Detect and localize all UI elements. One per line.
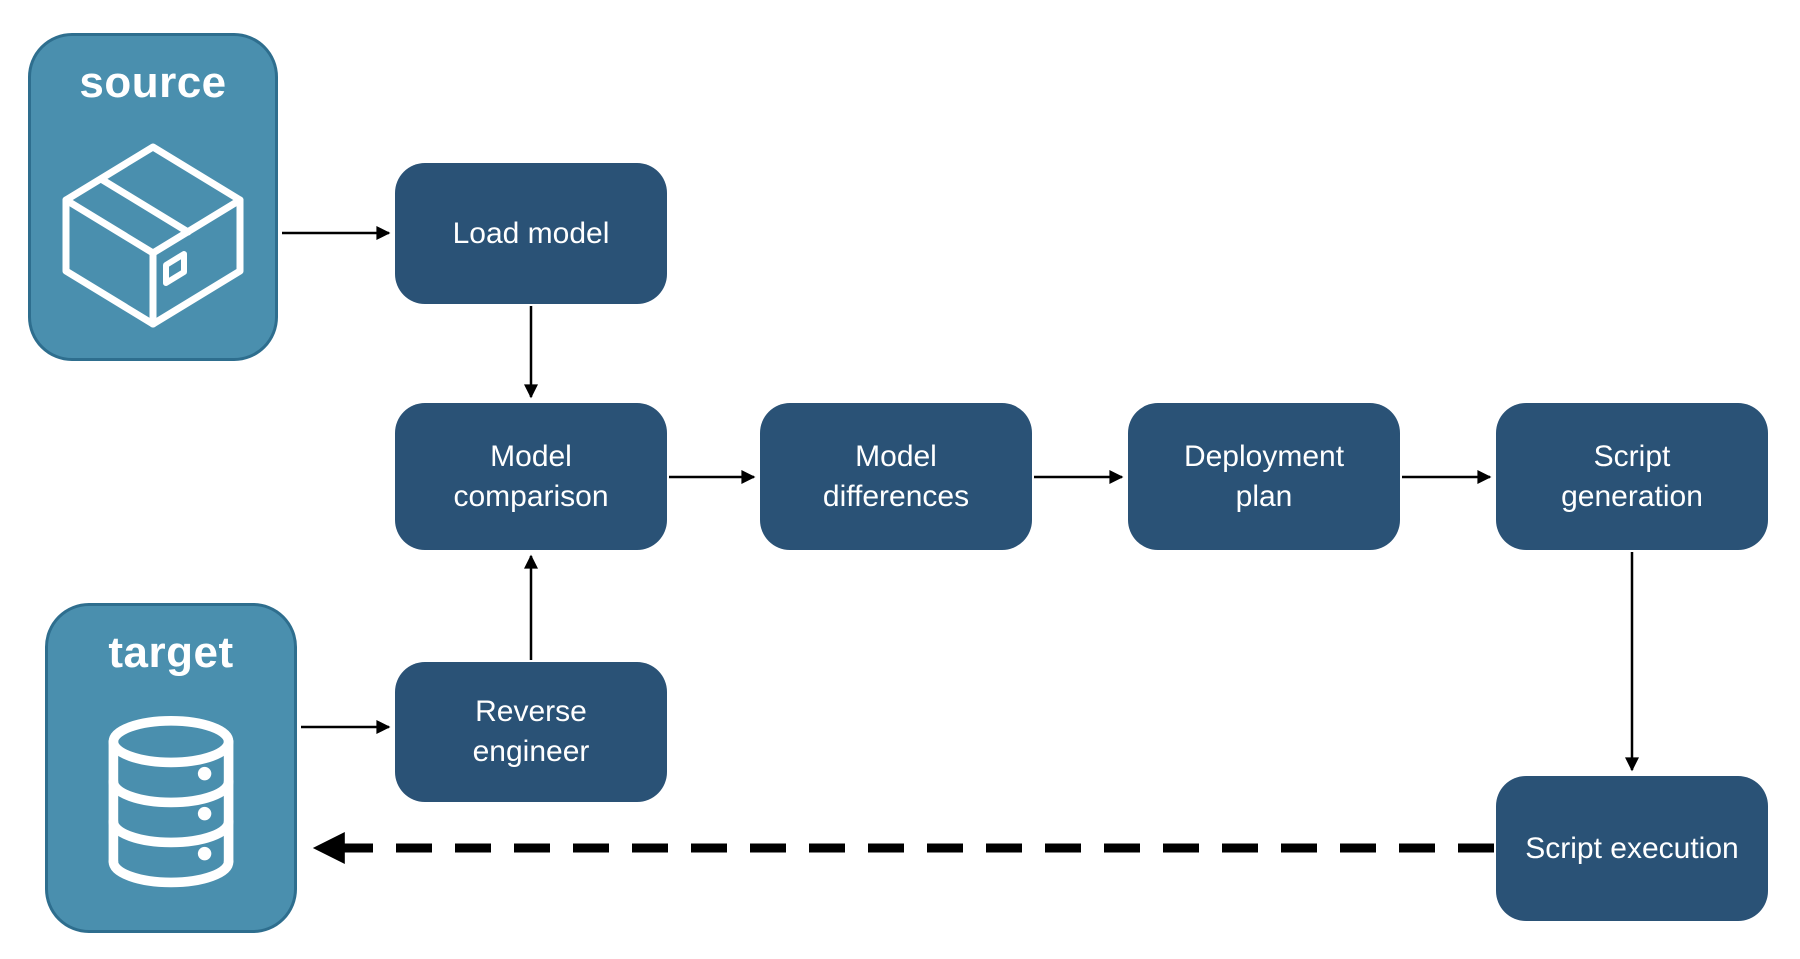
node-label: Script execution [1525, 831, 1739, 865]
node-script-execution: Script execution [1496, 776, 1768, 921]
node-script-generation: Script generation [1496, 403, 1768, 550]
node-label: Reverse engineer [472, 695, 590, 768]
target-label: target [108, 628, 234, 677]
node-model-differences: Model differences [760, 403, 1032, 550]
node-label: Model differences [822, 439, 970, 513]
node-label: Load model [452, 216, 610, 250]
node-label: Model comparison [453, 439, 609, 513]
node-load-model: Load model [395, 163, 667, 304]
node-label: Script generation [1561, 439, 1703, 513]
package-icon [31, 108, 275, 358]
node-label: Deployment plan [1183, 439, 1345, 513]
node-model-comparison: Model comparison [395, 403, 667, 550]
node-reverse-engineer: Reverse engineer [395, 662, 667, 802]
database-icon [48, 678, 294, 930]
endpoint-target: target [45, 603, 297, 933]
endpoint-source: source [28, 33, 278, 361]
source-label: source [79, 58, 227, 107]
node-deployment-plan: Deployment plan [1128, 403, 1400, 550]
